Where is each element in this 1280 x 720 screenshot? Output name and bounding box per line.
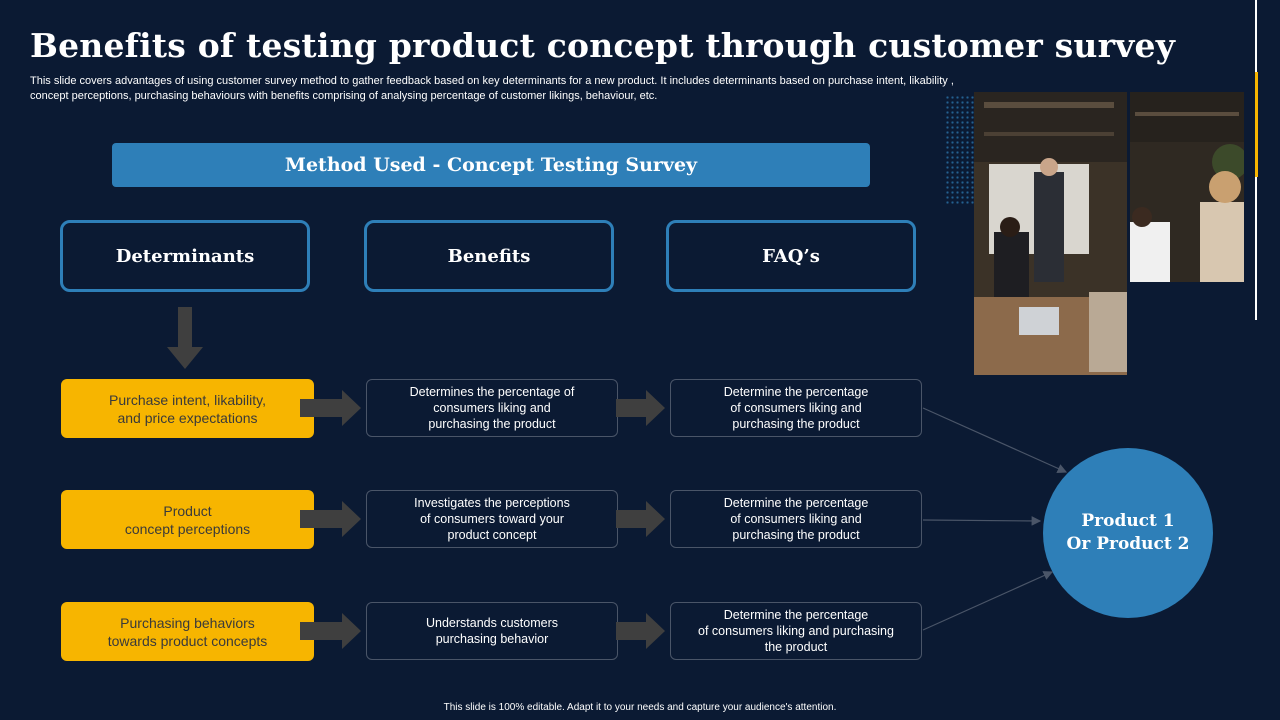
right-arrow-icon	[616, 501, 665, 537]
determinant-box-3: Purchasing behaviors towards product con…	[61, 602, 314, 661]
slide-title: Benefits of testing product concept thro…	[30, 26, 1176, 65]
connector-line-1	[922, 407, 1068, 473]
product-result-circle: Product 1 Or Product 2	[1043, 448, 1213, 618]
method-used-bar: Method Used - Concept Testing Survey	[112, 143, 870, 187]
connector-line-3	[922, 571, 1054, 631]
meeting-photo-left	[974, 92, 1127, 375]
benefit-box-3: Understands customers purchasing behavio…	[366, 602, 618, 660]
decorative-vertical-accent	[1255, 72, 1258, 177]
right-arrow-icon	[616, 390, 665, 426]
benefit-box-2: Investigates the perceptions of consumer…	[366, 490, 618, 548]
header-benefits: Benefits	[364, 220, 614, 292]
header-determinants: Determinants	[60, 220, 310, 292]
faq-box-2: Determine the percentage of consumers li…	[670, 490, 922, 548]
determinant-box-2: Product concept perceptions	[61, 490, 314, 549]
right-arrow-icon	[300, 501, 361, 537]
benefit-box-1: Determines the percentage of consumers l…	[366, 379, 618, 437]
right-arrow-icon	[300, 613, 361, 649]
faq-box-3: Determine the percentage of consumers li…	[670, 602, 922, 660]
right-arrow-icon	[616, 613, 665, 649]
faq-box-1: Determine the percentage of consumers li…	[670, 379, 922, 437]
slide-footer: This slide is 100% editable. Adapt it to…	[443, 702, 837, 713]
header-faqs: FAQ’s	[666, 220, 916, 292]
slide-subtitle: This slide covers advantages of using cu…	[30, 75, 954, 102]
down-arrow-icon	[167, 307, 203, 369]
connector-line-2	[922, 516, 1042, 526]
determinant-box-1: Purchase intent, likability, and price e…	[61, 379, 314, 438]
right-arrow-icon	[300, 390, 361, 426]
meeting-photo-right	[1130, 92, 1244, 282]
